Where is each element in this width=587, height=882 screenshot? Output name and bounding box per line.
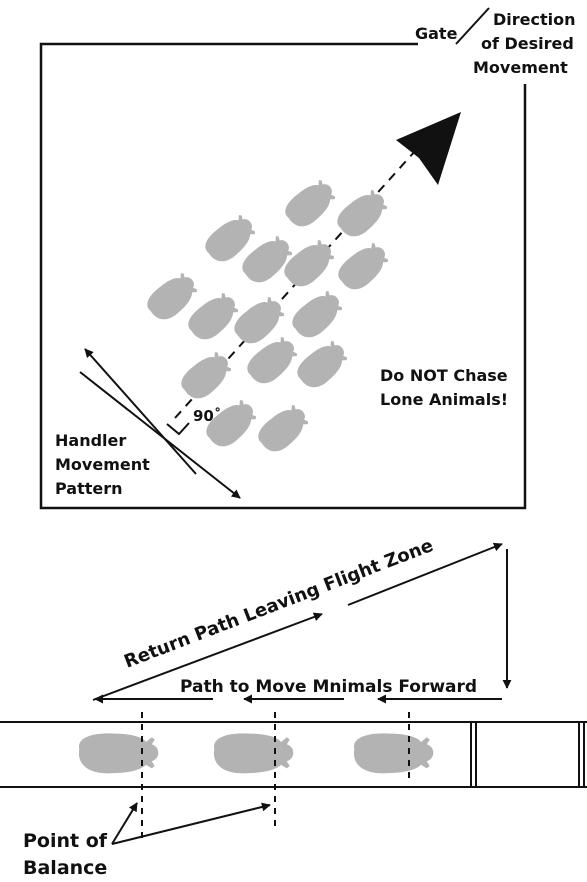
point-of-balance-line2: Balance	[23, 857, 107, 879]
return-path-label: Return Path Leaving Flight Zone	[121, 535, 436, 673]
point-of-balance-line1: Point of	[23, 830, 108, 852]
direction-label-line1: Direction	[493, 10, 576, 29]
direction-label-line2: of Desired	[481, 34, 574, 53]
right-angle-mark	[167, 423, 189, 434]
handler-label-line3: Pattern	[55, 479, 123, 498]
handler-label-line1: Handler	[55, 431, 126, 450]
forward-path-label: Path to Move Mnimals Forward	[180, 677, 477, 697]
chute-animals	[79, 733, 433, 773]
animal-herd	[142, 175, 393, 458]
direction-label-line3: Movement	[473, 58, 568, 77]
handler-label-line2: Movement	[55, 455, 150, 474]
do-not-chase-line2: Lone Animals!	[380, 390, 508, 409]
do-not-chase-line1: Do NOT Chase	[380, 366, 508, 385]
gate-label: Gate	[415, 24, 458, 43]
point-of-balance-lines	[142, 712, 409, 840]
angle-label: 90˚	[193, 407, 221, 425]
point-of-balance-arrows	[112, 803, 270, 844]
